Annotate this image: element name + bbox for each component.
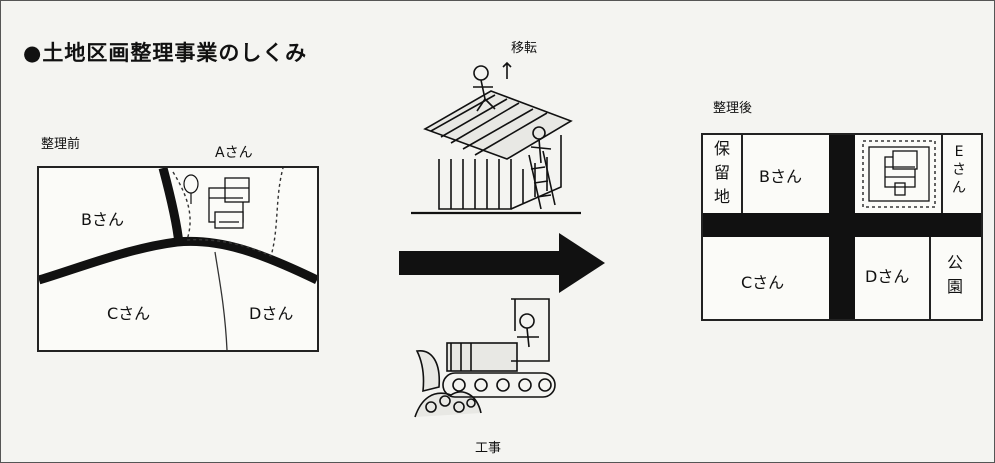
tree-icon <box>183 174 199 204</box>
diagram-title: ●土地区画整理事業のしくみ <box>23 41 308 65</box>
before-owner-c-label: Cさん <box>107 304 151 323</box>
old-road-branch <box>158 168 184 245</box>
plot-a-boundary <box>172 168 284 257</box>
plot-divider <box>929 237 931 319</box>
before-owner-b-label: Bさん <box>81 210 124 229</box>
new-road-vertical <box>829 135 855 319</box>
after-owner-c-label: Cさん <box>741 273 785 292</box>
before-map: Bさん Cさん Dさん <box>37 166 319 352</box>
plot-divider <box>941 135 943 213</box>
process-arrow <box>399 233 605 293</box>
before-owner-a-label: Aさん <box>215 145 253 161</box>
house-icon <box>208 177 250 229</box>
before-label: 整理前 <box>41 137 81 152</box>
bulldozer-illustration <box>414 298 556 418</box>
plot-divider <box>741 135 743 213</box>
old-road <box>39 236 317 285</box>
before-map-lines <box>39 168 317 350</box>
relocation-label: 移転 <box>511 41 538 56</box>
relocated-house-icon <box>862 140 936 208</box>
park-label: 公園 <box>946 253 963 296</box>
house-relocation-illustration <box>411 61 581 215</box>
after-label: 整理後 <box>713 101 753 116</box>
after-owner-e-label: Eさん <box>952 144 966 196</box>
construction-label: 工事 <box>475 441 502 456</box>
plot-cd-boundary <box>214 251 228 350</box>
before-owner-d-label: Dさん <box>249 304 294 323</box>
reserve-land-label: 保留地 <box>713 139 730 206</box>
after-map: 保留地 Bさん Eさん Cさん Dさん 公園 <box>701 133 983 321</box>
after-owner-b-label: Bさん <box>759 167 802 186</box>
after-owner-d-label: Dさん <box>865 267 910 286</box>
